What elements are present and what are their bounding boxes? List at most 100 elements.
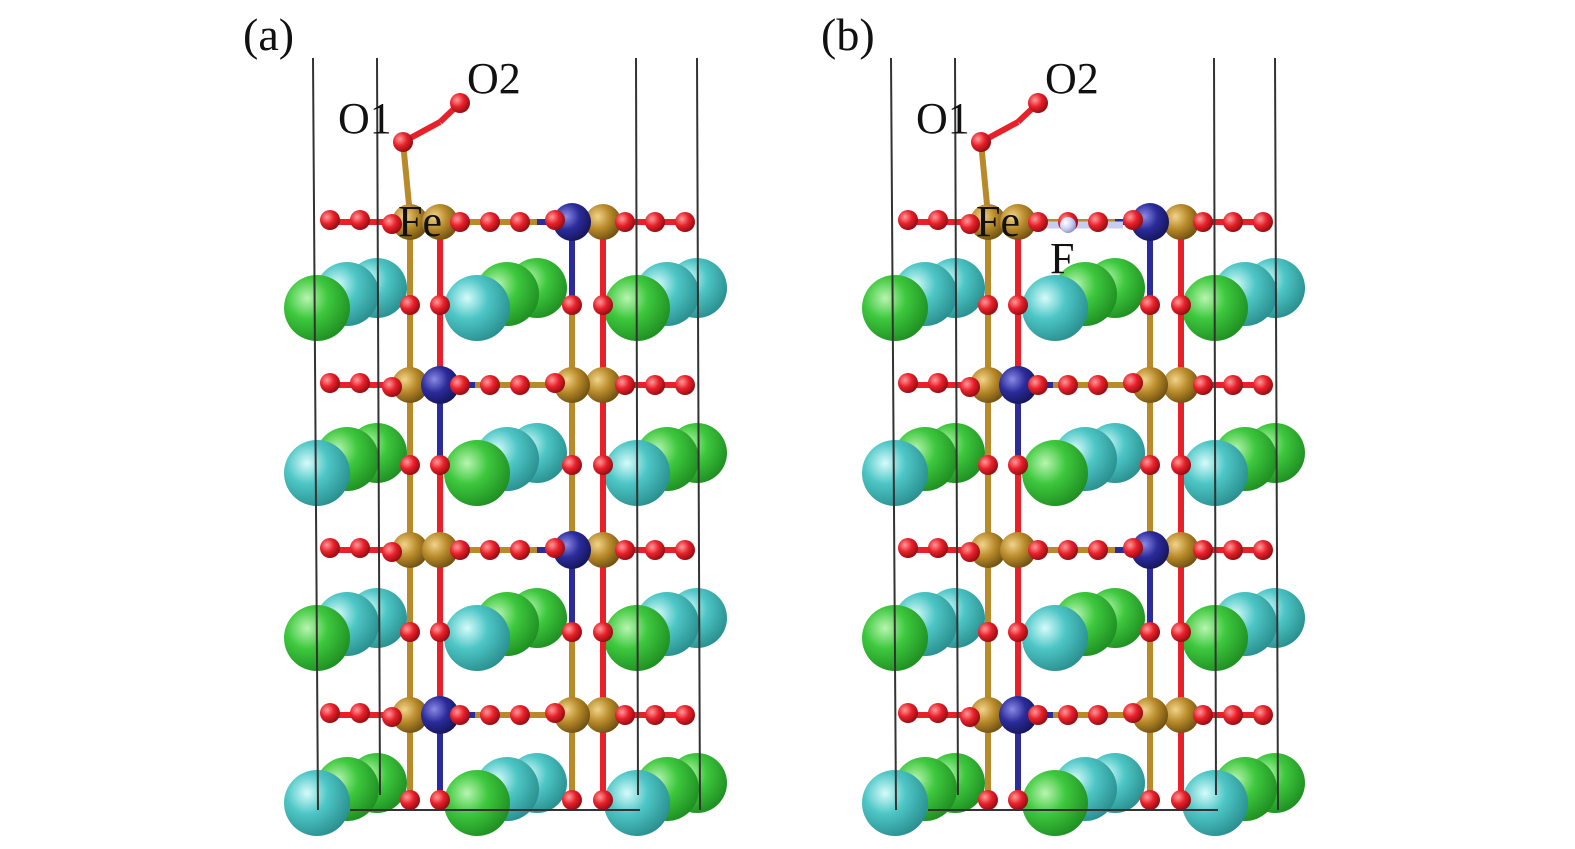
oxygen-atom <box>1008 790 1028 810</box>
oxygen-atom <box>562 622 582 642</box>
b-site-atom <box>1131 531 1169 569</box>
iron-atom <box>585 532 621 568</box>
atom-label-o1: O1 <box>338 94 392 143</box>
oxygen-atom <box>320 373 340 393</box>
oxygen-atom <box>1171 455 1191 475</box>
atom-label-o1: O1 <box>916 94 970 143</box>
iron-atom <box>1163 532 1199 568</box>
a-site-sphere <box>444 770 510 836</box>
cell-edge <box>376 57 381 796</box>
a-site-sphere <box>604 770 670 836</box>
oxygen-atom <box>615 375 635 395</box>
oxygen-atom <box>1253 212 1273 232</box>
fe-o1-bond <box>400 141 413 216</box>
a-site-sphere <box>862 275 928 341</box>
cell-edge <box>635 57 639 796</box>
oxygen-atom <box>1193 212 1213 232</box>
atom-label-fe: Fe <box>976 197 1020 246</box>
a-site-sphere <box>1022 770 1088 836</box>
iron-atom <box>1163 204 1199 240</box>
oxygen-atom <box>350 373 370 393</box>
oxygen-atom <box>898 538 918 558</box>
fluorine-atom <box>1060 217 1076 233</box>
oxygen-atom <box>615 540 635 560</box>
oxygen-atom <box>645 375 665 395</box>
a-site-sphere <box>862 440 928 506</box>
iron-atom <box>1163 367 1199 403</box>
oxygen-atom <box>450 375 470 395</box>
oxygen-atom <box>1028 212 1048 232</box>
oxygen-atom <box>382 214 402 234</box>
iron-atom <box>1132 697 1168 733</box>
a-site-sphere <box>444 275 510 341</box>
iron-atom <box>970 204 1006 240</box>
oxygen-atom <box>545 538 565 558</box>
oxygen-atom <box>1123 538 1143 558</box>
iron-atom <box>392 367 428 403</box>
oxygen-atom <box>400 295 420 315</box>
cell-edge <box>312 57 319 811</box>
oxygen-atom <box>593 790 613 810</box>
oxygen-atom <box>1253 705 1273 725</box>
a-site-sphere <box>284 275 350 341</box>
oxygen-atom-o1 <box>393 132 413 152</box>
a-site-sphere <box>1182 770 1248 836</box>
oxygen-atom <box>450 705 470 725</box>
oxygen-atom <box>1171 622 1191 642</box>
oxygen-atom <box>1171 790 1191 810</box>
oxygen-atom <box>510 375 530 395</box>
oxygen-atom <box>1008 455 1028 475</box>
oxygen-atom <box>430 295 450 315</box>
a-site-sphere <box>1022 605 1088 671</box>
oxygen-atom <box>615 212 635 232</box>
iron-atoms <box>970 203 1199 734</box>
oxygen-atom <box>400 455 420 475</box>
a-site-sphere <box>1022 440 1088 506</box>
oxygen-atom <box>562 455 582 475</box>
oxygen-atom <box>450 212 470 232</box>
oxygen-atom-o2 <box>1028 93 1048 113</box>
cell-edge <box>954 57 959 796</box>
oxygen-atom <box>480 705 500 725</box>
oxygen-atom <box>1088 212 1108 232</box>
oxygen-atom <box>1058 540 1078 560</box>
oxygen-atom <box>645 540 665 560</box>
iron-atom <box>1000 532 1036 568</box>
oxygen-atom-o2 <box>450 93 470 113</box>
iron-atom <box>422 532 458 568</box>
layers <box>284 258 727 836</box>
oxygen-atom <box>593 455 613 475</box>
oxygen-atom <box>675 212 695 232</box>
a-site-sphere <box>284 440 350 506</box>
oxygen-atom <box>1253 540 1273 560</box>
atom-label-o2: O2 <box>1045 54 1099 103</box>
oxygen-atom <box>350 538 370 558</box>
oxygen-atom <box>1223 375 1243 395</box>
oxygen-atoms <box>898 93 1273 810</box>
a-site-sphere <box>444 440 510 506</box>
oxygen-atom <box>382 542 402 562</box>
oxygen-atom <box>1123 373 1143 393</box>
oxygen-atom <box>480 375 500 395</box>
iron-atom <box>392 697 428 733</box>
oxygen-atom <box>1140 455 1160 475</box>
b-site-atom <box>421 366 459 404</box>
oxygen-atom <box>898 210 918 230</box>
oxygen-atom <box>400 622 420 642</box>
oxygen-atom <box>645 212 665 232</box>
b-site-atom <box>999 696 1037 734</box>
unit-cell <box>890 57 1279 811</box>
oxygen-atom <box>562 790 582 810</box>
oxygen-atom <box>562 295 582 315</box>
b-site-atom <box>553 203 591 241</box>
oxygen-atom <box>382 377 402 397</box>
oxygen-atom <box>1028 705 1048 725</box>
oxygen-atom <box>450 540 470 560</box>
b-site-atom <box>421 696 459 734</box>
oxygen-atom <box>1140 295 1160 315</box>
oxygen-atom <box>510 540 530 560</box>
oxygen-atom <box>675 540 695 560</box>
oxygen-atom <box>320 538 340 558</box>
oxygen-atom <box>545 210 565 230</box>
iron-atom <box>585 367 621 403</box>
